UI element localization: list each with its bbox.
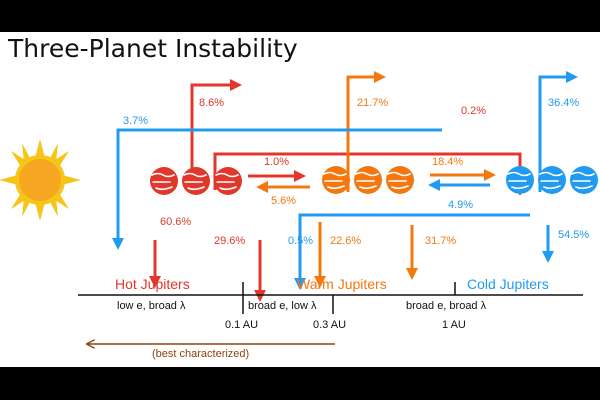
label-warm-to-outer-warm: 31.7%	[425, 235, 457, 247]
category-cold-jupiters: Cold Jupiters	[467, 276, 549, 292]
label-hot-to-cold: 0.2%	[461, 105, 487, 117]
category-warm-jupiters: Warm Jupiters	[297, 276, 387, 292]
orange-gas-giant-icon	[322, 166, 414, 194]
red-gas-giant-icon	[150, 167, 242, 195]
warm-scatter-out-arrow	[346, 71, 386, 192]
label-hot-stays-hot: 60.6%	[160, 216, 192, 228]
warm-jupiter-arrows	[256, 71, 496, 288]
best-characterized-note: (best characterized)	[152, 348, 250, 360]
cold-to-warm-zone-arrow	[294, 213, 530, 290]
region-far-label: broad e, broad λ	[406, 300, 487, 312]
diagram-slide: Three-Planet Instability	[0, 32, 600, 367]
distance-axis	[78, 282, 583, 314]
tick-1-au: 1 AU	[442, 319, 466, 331]
label-warm-stays-warm: 22.6%	[330, 235, 362, 247]
label-warm-to-cold: 18.4%	[432, 156, 464, 168]
cold-jupiter-arrows	[112, 71, 578, 290]
hot-scatter-out-arrow	[190, 79, 242, 192]
label-cold-to-warm-zone: 0.5%	[288, 235, 314, 247]
diagram-title: Three-Planet Instability	[8, 34, 298, 63]
label-cold-scatter-out: 36.4%	[548, 97, 580, 109]
label-cold-stays-cold: 54.5%	[558, 229, 590, 241]
tick-0-3-au: 0.3 AU	[313, 319, 347, 331]
tick-0-1-au: 0.1 AU	[225, 319, 259, 331]
hot-planet-group	[150, 167, 242, 195]
label-warm-to-hot: 5.6%	[271, 195, 297, 207]
region-hot-label: low e, broad λ	[117, 300, 186, 312]
blue-gas-giant-icon	[506, 166, 598, 194]
label-hot-to-warm-zone: 29.6%	[214, 235, 246, 247]
region-mid-label: broad e, low λ	[248, 300, 317, 312]
label-warm-scatter-out: 21.7%	[357, 97, 389, 109]
diagram-canvas	[0, 71, 598, 367]
cold-to-star-arrow	[112, 128, 442, 250]
category-hot-jupiters: Hot Jupiters	[115, 276, 190, 292]
label-cold-to-warm: 4.9%	[448, 199, 474, 211]
label-hot-to-warm: 1.0%	[264, 156, 290, 168]
cold-scatter-out-arrow	[538, 71, 578, 192]
label-hot-scatter-out: 8.6%	[199, 97, 225, 109]
label-cold-to-star: 3.7%	[123, 115, 149, 127]
sun-icon	[0, 139, 81, 221]
